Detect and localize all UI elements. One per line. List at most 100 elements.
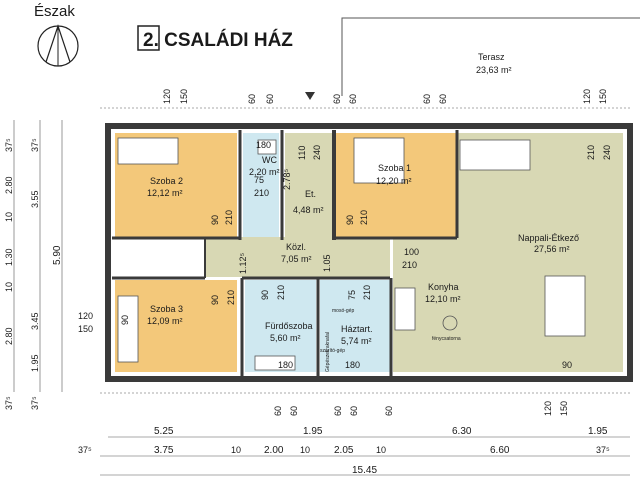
left-dim-mid: 3.45 (30, 312, 40, 330)
bottom-opening-dim: 150 (559, 401, 569, 416)
entrance-marker-icon (305, 92, 315, 100)
top-dim: 60 (265, 94, 275, 104)
inner-dim: 75 (254, 175, 264, 185)
room-name-haztart: Háztart. (341, 324, 373, 334)
bottom-dim-total: 15.45 (352, 465, 377, 476)
left-dimensions: 37⁵ 2.80 10 1.30 10 2.80 37⁵ 37⁵ 3.55 3.… (4, 120, 93, 410)
bottom-opening-dim: 60 (384, 406, 394, 416)
top-dim: 60 (348, 94, 358, 104)
inner-dim: 110 (297, 146, 307, 160)
bottom-opening-dim: 120 (543, 401, 553, 416)
inner-dim: 75 (347, 290, 357, 300)
bottom-dim-lower: 10 (376, 445, 386, 455)
title-text: 2. CSALÁDI HÁZ (143, 29, 293, 51)
bottom-dim-lower: 37⁵ (78, 445, 92, 455)
left-dim-outer: 37⁵ (4, 138, 14, 152)
kitchen-counter (394, 287, 416, 331)
bed-szoba1 (353, 137, 405, 184)
terrace: Terasz 23,63 m² (341, 17, 640, 96)
bottom-opening-dim: 60 (273, 406, 283, 416)
left-dim-mid: 37⁵ (30, 396, 40, 410)
top-dimensions: 120 150 60 60 60 60 60 60 120 150 (100, 89, 630, 109)
inner-dim: 240 (602, 145, 612, 160)
inner-dim: 100 (404, 247, 419, 257)
inner-dim: 90 (345, 215, 355, 225)
terrace-name: Terasz (478, 52, 505, 62)
top-dim: 60 (438, 94, 448, 104)
bottom-opening-dim: 60 (333, 406, 343, 416)
inner-dim: 210 (254, 188, 269, 198)
inner-dim: 90 (260, 290, 270, 300)
light-tube-icon (442, 315, 458, 331)
room-area-wc: 2,20 m² (249, 167, 280, 177)
left-opening-dim: 150 (78, 324, 93, 334)
bottom-dim-upper: 1.95 (303, 426, 323, 437)
terrace-area: 23,63 m² (476, 65, 512, 75)
inner-dim: 2.78⁵ (282, 168, 292, 190)
left-dim-mid: 1.95 (30, 354, 40, 372)
top-dim: 60 (332, 94, 342, 104)
room-name-kozl: Közl. (286, 242, 306, 252)
top-dim: 60 (422, 94, 432, 104)
left-dim-total: 5.90 (52, 245, 63, 265)
inner-dim: 210 (402, 260, 417, 270)
bottom-dimensions: 60 60 60 60 60 120 150 5.25 1.95 6.30 1.… (78, 392, 630, 476)
room-name-szoba3: Szoba 3 (150, 304, 183, 314)
inner-dim: 210 (362, 285, 372, 300)
left-dim-outer: 10 (4, 212, 14, 222)
left-opening-dim: 120 (78, 311, 93, 321)
room-fill-kozl (205, 237, 390, 277)
room-name-et: Et. (305, 189, 316, 199)
room-area-szoba2: 12,12 m² (147, 188, 183, 198)
north-label: Észak (34, 3, 75, 20)
bed-szoba2 (117, 137, 179, 165)
bottom-dim-upper: 1.95 (588, 426, 608, 437)
inner-dim: 180 (278, 360, 293, 370)
left-dim-outer: 2.80 (4, 176, 14, 194)
room-name-konyha: Konyha (428, 282, 459, 292)
bottom-dim-lower: 3.75 (154, 445, 174, 456)
inner-dim: 210 (276, 285, 286, 300)
room-fills (115, 133, 623, 372)
wc-bowl (257, 139, 277, 155)
left-dim-outer: 37⁵ (4, 396, 14, 410)
room-name-nappali: Nappali-Étkező (518, 233, 579, 243)
inner-dim: 180 (256, 140, 271, 150)
top-dim: 60 (247, 94, 257, 104)
inner-dim: 210 (359, 210, 369, 225)
label-szarito: szárító-gép (320, 348, 345, 354)
room-area-szoba1: 12,20 m² (376, 176, 412, 186)
bottom-dim-upper: 6.30 (452, 426, 472, 437)
inner-dim: 240 (312, 145, 322, 160)
inner-dim: 1.05 (322, 254, 332, 272)
room-name-wc: WC (262, 155, 277, 165)
room-fill-nappali (458, 133, 623, 372)
inner-dimensions: 180 75 210 2.78⁵ 110 240 90 210 210 240 … (120, 140, 612, 370)
room-name-furdo: Fürdőszoba (265, 321, 313, 331)
bathtub (254, 355, 296, 371)
room-name-szoba1: Szoba 1 (378, 163, 411, 173)
room-name-szoba2: Szoba 2 (150, 176, 183, 186)
bottom-opening-dim: 60 (349, 406, 359, 416)
title-number-box (137, 25, 160, 51)
inner-dim: 90 (562, 360, 572, 370)
room-area-szoba3: 12,09 m² (147, 316, 183, 326)
dining-table (544, 275, 586, 337)
top-dim: 120 (162, 89, 172, 104)
outer-wall (105, 123, 633, 382)
bottom-dim-lower: 2.00 (264, 445, 284, 456)
inner-dim: 1.12⁵ (238, 252, 248, 274)
room-labels: Szoba 2 12,12 m² WC 2,20 m² Et. 4,48 m² … (147, 155, 579, 372)
top-dim: 150 (598, 89, 608, 104)
room-area-furdo: 5,60 m² (270, 333, 301, 343)
bottom-dim-lower: 10 (231, 445, 241, 455)
left-dim-outer: 1.30 (4, 248, 14, 266)
room-area-kozl: 7,05 m² (281, 254, 312, 264)
bottom-dim-lower: 2.05 (334, 445, 354, 456)
inner-dim: 90 (210, 295, 220, 305)
bottom-dim-lower: 37⁵ (596, 445, 610, 455)
left-dim-mid: 3.55 (30, 190, 40, 208)
inner-dim: 210 (224, 210, 234, 225)
plan-title: 2. CSALÁDI HÁZ (137, 25, 293, 51)
